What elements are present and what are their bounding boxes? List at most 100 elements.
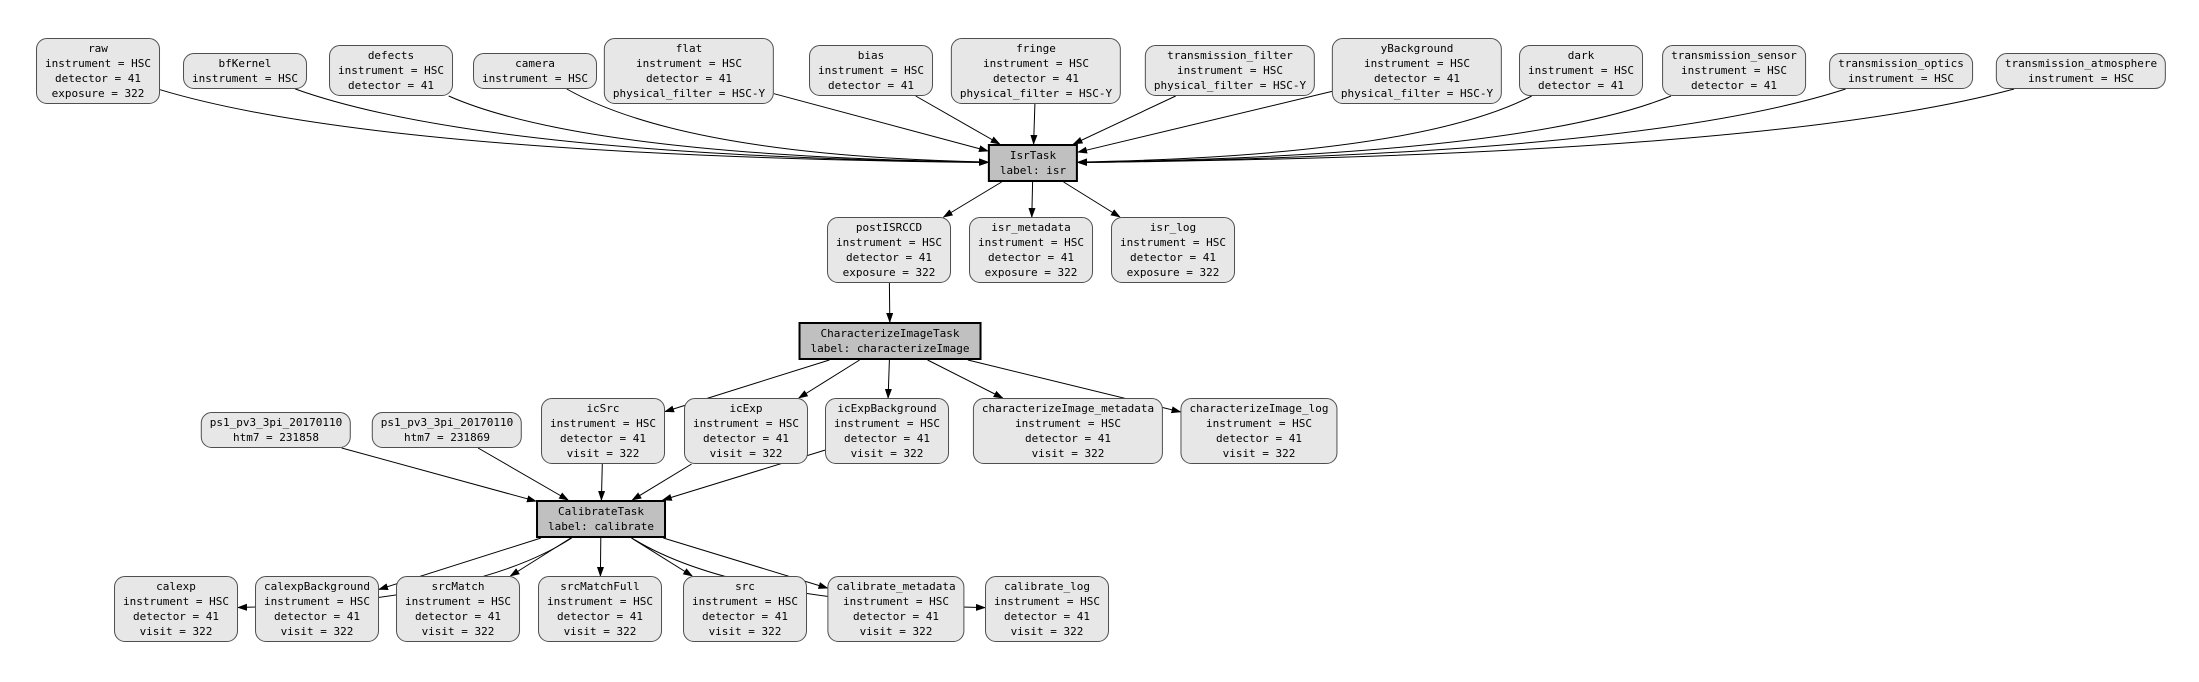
edge-icExp-to-calibrate [631,463,692,501]
node-title: camera [515,57,555,70]
node-attr: label: calibrate [548,520,654,533]
node-attr: instrument = HSC [692,595,798,608]
edge-calibrate-to-srcMatch [509,537,572,577]
edge-transmission_atmosphere-to-isr [1077,88,2015,166]
node-attr: physical_filter = HSC-Y [1340,87,1494,100]
dataset-node-icSrc: icSrc instrument = HSC detector = 41 visit … [541,398,665,464]
node-attr: detector = 41 [414,610,502,623]
node-attr: detector = 41 [845,251,933,264]
node-attr: instrument = HSC [693,417,799,430]
node-title: fringe [1016,42,1056,55]
node-title: isr_metadata [991,221,1071,234]
node-attr: instrument = HSC [994,595,1100,608]
edge-ps1_a-to-calibrate [341,447,537,503]
node-title: characterizeImage_metadata [981,402,1155,415]
node-attr: detector = 41 [1024,432,1112,445]
node-attr: instrument = HSC [123,595,229,608]
edge-raw-to-isr [159,89,989,166]
node-attr: label: isr [999,164,1067,177]
dataset-node-characterizeImage_metadata: characterizeImage_metadata instrument = H… [972,398,1164,464]
node-title: calibrate_log [1003,580,1091,593]
node-attr: detector = 41 [132,610,220,623]
node-title: bfKernel [218,57,272,70]
node-attr: instrument = HSC [405,595,511,608]
node-attr: visit = 322 [421,625,495,638]
node-title: yBackground [1380,42,1454,55]
node-attr: visit = 322 [1010,625,1084,638]
edge-calibrate-to-src [631,537,694,577]
node-attr: instrument = HSC [1206,417,1312,430]
node-attr: visit = 322 [859,625,933,638]
node-attr: detector = 41 [559,432,647,445]
node-attr: instrument = HSC [1120,236,1226,249]
node-attr: instrument = HSC [1015,417,1121,430]
node-attr: detector = 41 [645,72,733,85]
node-title: isr_log [1149,221,1197,234]
node-title: defects [367,49,415,62]
edge-fringe-to-isr [1030,103,1038,145]
node-attr: detector = 41 [987,251,1075,264]
node-title: transmission_optics [1838,57,1964,70]
node-attr: instrument = HSC [547,595,653,608]
dataset-node-defects: defects instrument = HSC detector = 41 [329,45,453,96]
node-attr: detector = 41 [54,72,142,85]
node-attr: visit = 322 [709,447,783,460]
node-attr: detector = 41 [992,72,1080,85]
edge-characterizeImage-to-icExpBackground [884,359,892,399]
node-title: calexp [156,580,196,593]
node-attr: instrument = HSC [264,595,370,608]
node-attr: instrument = HSC [550,417,656,430]
node-attr: exposure = 322 [1126,266,1220,279]
node-attr: detector = 41 [852,610,940,623]
node-attr: label: characterizeImage [810,342,970,355]
node-title: bias [857,49,885,62]
node-title: srcMatch [431,580,485,593]
node-attr: exposure = 322 [984,266,1078,279]
edge-isr-to-isr_log [1063,181,1121,218]
node-attr: instrument = HSC [1177,64,1283,77]
node-title: src [735,580,755,593]
node-title: CalibrateTask [557,505,645,518]
edge-characterizeImage-to-characterizeImage_metadata [927,359,1004,399]
node-attr: visit = 322 [566,447,640,460]
node-attr: instrument = HSC [978,236,1084,249]
node-title: calibrate_metadata [836,580,956,593]
node-attr: detector = 41 [347,79,435,92]
node-attr: detector = 41 [1537,79,1625,92]
node-attr: exposure = 322 [51,87,145,100]
node-title: dark [1567,49,1595,62]
node-title: icExpBackground [837,402,937,415]
dataset-node-srcMatch: srcMatch instrument = HSC detector = 41 vis… [396,576,520,642]
node-attr: detector = 41 [827,79,915,92]
node-title: icSrc [586,402,620,415]
edge-defects-to-isr [448,95,989,166]
dataset-node-isr_metadata: isr_metadata instrument = HSC detector = 4… [969,217,1093,283]
edge-isr-to-isr_metadata [1028,181,1036,218]
node-attr: visit = 322 [280,625,354,638]
node-attr: instrument = HSC [1681,64,1787,77]
node-attr: instrument = HSC [818,64,924,77]
node-attr: htm7 = 231858 [232,431,320,444]
node-attr: detector = 41 [1003,610,1091,623]
node-attr: visit = 322 [708,625,782,638]
edge-group [159,88,2015,611]
node-title: transmission_sensor [1671,49,1797,62]
node-attr: detector = 41 [1373,72,1461,85]
node-attr: instrument = HSC [338,64,444,77]
